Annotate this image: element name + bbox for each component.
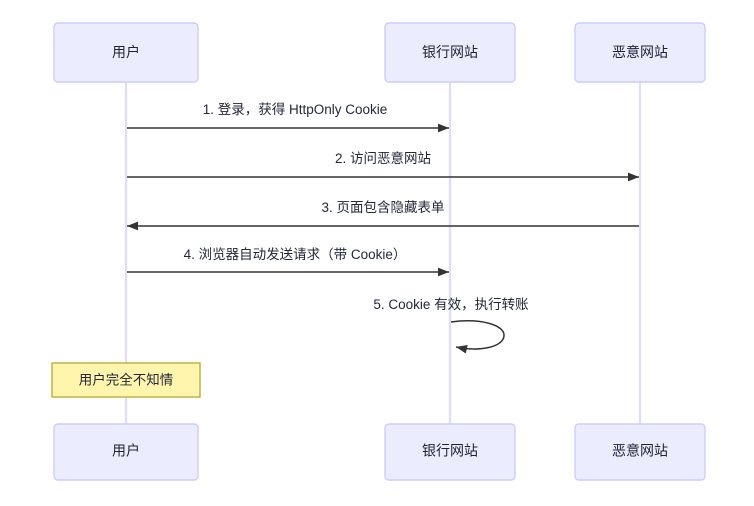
actor-top-evil[interactable]: 恶意网站 <box>574 22 706 83</box>
actor-label-user-top: 用户 <box>112 44 140 60</box>
message-1[interactable]: 1. 登录，获得 HttpOnly Cookie <box>127 101 449 133</box>
note-label: 用户完全不知情 <box>79 372 174 388</box>
actor-bottom-bank[interactable]: 银行网站 <box>384 423 516 481</box>
message-5-self-loop-arrow <box>450 320 505 354</box>
actor-box-evil-bottom[interactable] <box>574 423 706 481</box>
actor-box-evil-top[interactable] <box>574 22 706 83</box>
message-2-label: 2. 访问恶意网站 <box>335 150 431 166</box>
note-user-unaware[interactable]: 用户完全不知情 <box>51 362 201 398</box>
actor-box-user-top[interactable] <box>53 22 199 83</box>
actor-top-user[interactable]: 用户 <box>53 22 199 83</box>
actor-box-bank-bottom[interactable] <box>384 423 516 481</box>
actor-box-bank-top[interactable] <box>384 22 516 83</box>
message-4-label: 4. 浏览器自动发送请求（带 Cookie） <box>184 247 407 262</box>
message-2[interactable]: 2. 访问恶意网站 <box>127 150 639 182</box>
actor-label-user-bottom: 用户 <box>112 443 140 459</box>
actor-label-evil-bottom: 恶意网站 <box>612 443 668 459</box>
message-3-label: 3. 页面包含隐藏表单 <box>321 200 444 215</box>
message-4[interactable]: 4. 浏览器自动发送请求（带 Cookie） <box>127 247 449 277</box>
message-1-label: 1. 登录，获得 HttpOnly Cookie <box>203 101 388 117</box>
actor-label-bank-bottom: 银行网站 <box>422 443 478 459</box>
message-5-label: 5. Cookie 有效，执行转账 <box>373 297 529 312</box>
actor-bottom-user[interactable]: 用户 <box>53 423 199 481</box>
actor-label-bank-top: 银行网站 <box>422 44 478 60</box>
actor-bottom-evil[interactable]: 恶意网站 <box>574 423 706 481</box>
note-box[interactable] <box>51 362 201 398</box>
actor-top-bank[interactable]: 银行网站 <box>384 22 516 83</box>
message-5[interactable]: 5. Cookie 有效，执行转账 <box>373 297 529 354</box>
actor-label-evil-top: 恶意网站 <box>612 44 668 60</box>
message-3[interactable]: 3. 页面包含隐藏表单 <box>127 200 639 231</box>
actor-box-user-bottom[interactable] <box>53 423 199 481</box>
